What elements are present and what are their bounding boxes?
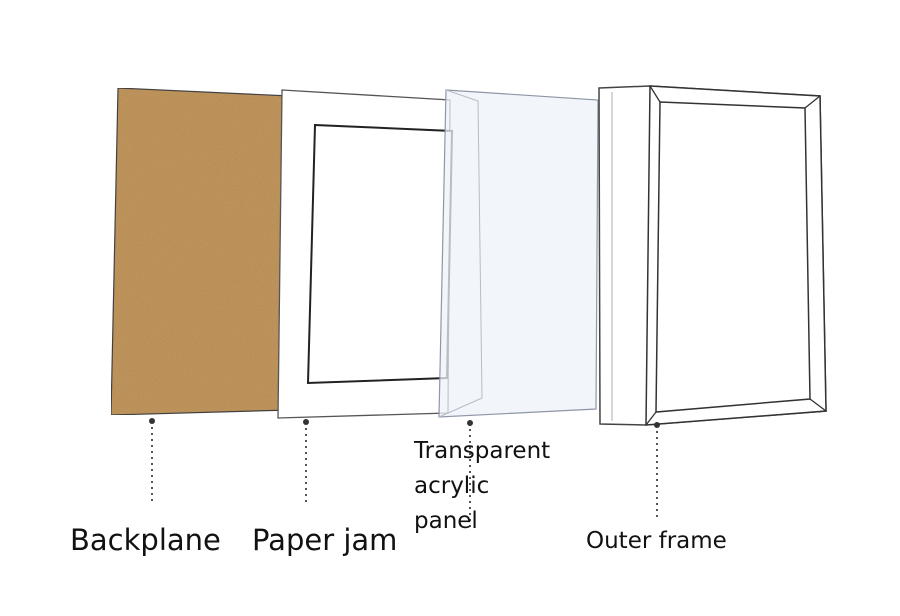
- label-backplane: Backplane: [70, 523, 221, 557]
- label-paper-jam: Paper jam: [252, 523, 398, 557]
- leader-acrylic-panel: [467, 420, 473, 528]
- paper-jam-mat: [277, 89, 454, 419]
- leader-outer-frame: [654, 422, 660, 520]
- label-outer-frame: Outer frame: [586, 528, 727, 554]
- label-acrylic-panel: Transparent acrylic panel: [414, 434, 550, 539]
- backplane-board: [110, 87, 291, 416]
- label-acrylic-line-3: panel: [414, 508, 478, 534]
- label-acrylic-line-2: acrylic: [414, 473, 490, 499]
- acrylic-panel: [438, 89, 599, 418]
- label-acrylic-line-1: Transparent: [414, 438, 551, 464]
- outer-frame: [598, 85, 827, 426]
- leader-backplane: [149, 418, 155, 502]
- leader-paper-jam: [303, 419, 309, 502]
